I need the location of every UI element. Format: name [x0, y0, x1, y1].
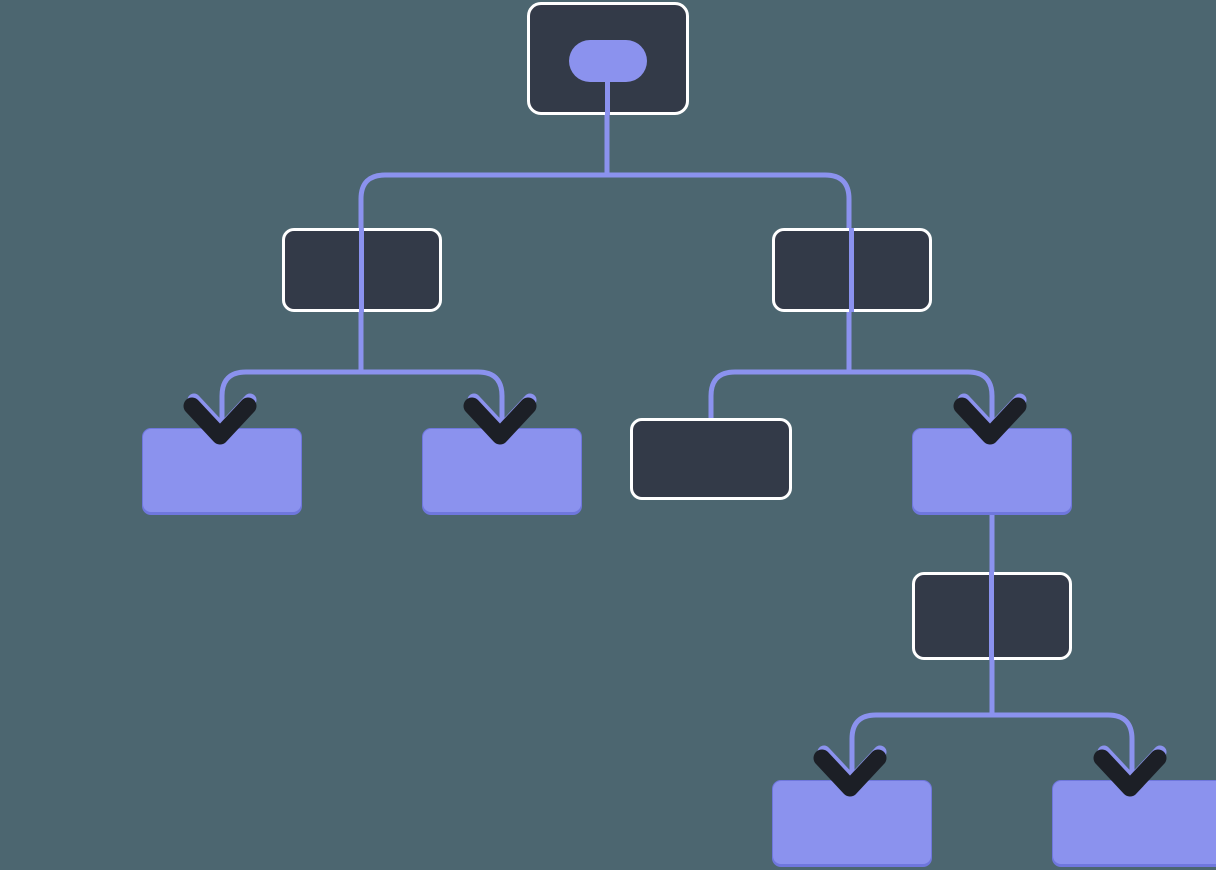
- node-level4-left[interactable]: [772, 780, 932, 865]
- edge-l1-left-to-b: [361, 369, 505, 430]
- node-level1-left-inner-stem: [359, 228, 364, 312]
- edge-l1-right-to-d: [849, 369, 995, 430]
- edge-root-to-l1-left: [358, 172, 607, 228]
- root-inner-stem: [605, 75, 610, 115]
- edge-l1-right-to-c: [708, 369, 849, 420]
- node-level2-a[interactable]: [142, 428, 302, 513]
- edge-l3-to-bottom-left: [849, 712, 992, 782]
- node-level3-inner-stem: [989, 572, 994, 660]
- node-root[interactable]: [527, 2, 689, 115]
- node-level1-left[interactable]: [282, 228, 442, 312]
- node-level4-right[interactable]: [1052, 780, 1216, 865]
- node-level2-c[interactable]: [630, 418, 792, 500]
- node-level3[interactable]: [912, 572, 1072, 660]
- edge-root-to-l1-right: [607, 172, 852, 228]
- node-level1-right-inner-stem: [849, 228, 854, 312]
- edge-l3-to-bottom-right: [992, 712, 1135, 782]
- edge-l1-left-to-a: [219, 369, 361, 430]
- node-level2-d[interactable]: [912, 428, 1072, 513]
- node-level2-b[interactable]: [422, 428, 582, 513]
- node-level1-right[interactable]: [772, 228, 932, 312]
